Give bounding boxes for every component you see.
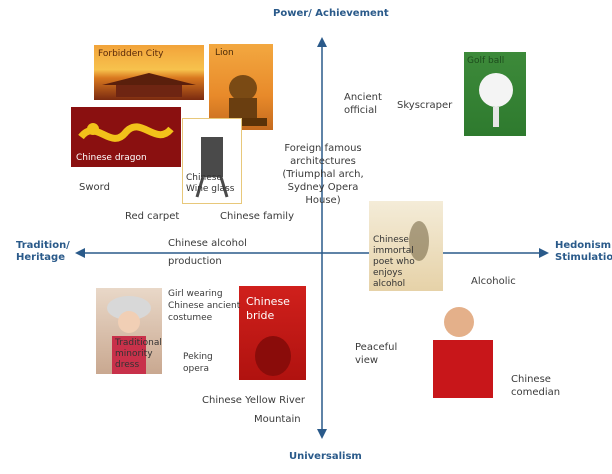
label-peaceful-view: Peaceful view	[355, 342, 398, 366]
axis-label-left: Tradition/ Heritage	[16, 240, 70, 263]
axis-label-top: Power/ Achievement	[273, 8, 389, 19]
label-alcoholic: Alcoholic	[471, 276, 516, 287]
lion-statue-icon	[219, 75, 267, 126]
chinese-dragon-caption: Chinese dragon	[76, 153, 147, 163]
minority-dress-caption: Traditional minority dress	[115, 338, 162, 370]
golf-ball-caption: Golf ball	[467, 56, 505, 66]
label-chinese-comedian: Chinese comedian	[511, 374, 561, 398]
label-foreign-architectures: Foreign famous architectures (Triumphal …	[282, 143, 364, 206]
top-arrow-head	[317, 37, 327, 47]
wine-glass-image: Chinese Wine glass	[182, 118, 242, 204]
wine-vessel-icon	[195, 137, 229, 198]
label-mountain: Mountain	[254, 414, 301, 425]
label-peking-opera: Peking opera	[183, 352, 213, 374]
label-chinese-family: Chinese family	[220, 211, 294, 222]
forbidden-city-caption: Forbidden City	[98, 49, 164, 59]
axis-label-right: Hedonism Stimulation	[555, 240, 612, 263]
label-sword: Sword	[79, 182, 110, 193]
bride-figure-icon	[255, 336, 291, 376]
wine-glass-caption: Chinese Wine glass	[186, 173, 235, 194]
palace-silhouette	[102, 73, 196, 97]
axis-label-bottom: Universalism	[289, 451, 362, 462]
golf-ball-icon	[479, 73, 513, 127]
lion-image: Lion	[209, 44, 273, 130]
label-ancient-official: Ancient official	[344, 92, 382, 116]
label-red-carpet: Red carpet	[125, 211, 180, 222]
girl-figure-icon	[107, 296, 151, 374]
chinese-bride-image: Chinese bride	[239, 286, 306, 380]
comedian-figure-icon	[433, 307, 493, 398]
chinese-comedian-image	[423, 296, 505, 398]
left-arrow-head	[75, 248, 85, 258]
label-yellow-river: Chinese Yellow River	[202, 395, 306, 406]
immortal-poet-image: Chinese immortal poet who enjoys alcohol	[369, 201, 443, 291]
chinese-bride-caption: Chinese bride	[246, 295, 290, 322]
lion-caption: Lion	[215, 48, 234, 58]
right-arrow-head	[539, 248, 549, 258]
chinese-dragon-image: Chinese dragon	[71, 107, 181, 167]
label-chinese-alcohol: Chinese alcohol	[168, 238, 247, 249]
minority-dress-image: Traditional minority dress	[96, 288, 162, 374]
poet-figure-icon	[409, 221, 429, 261]
label-skyscraper: Skyscraper	[397, 100, 453, 111]
label-production: production	[168, 256, 222, 267]
label-girl-costume: Girl wearing Chinese ancient costumee	[168, 289, 241, 323]
dragon-icon	[78, 123, 174, 142]
golf-ball-image: Golf ball	[464, 52, 526, 136]
bottom-arrow-head	[317, 429, 327, 439]
immortal-poet-caption: Chinese immortal poet who enjoys alcohol	[373, 235, 415, 289]
forbidden-city-image: Forbidden City	[94, 45, 204, 100]
